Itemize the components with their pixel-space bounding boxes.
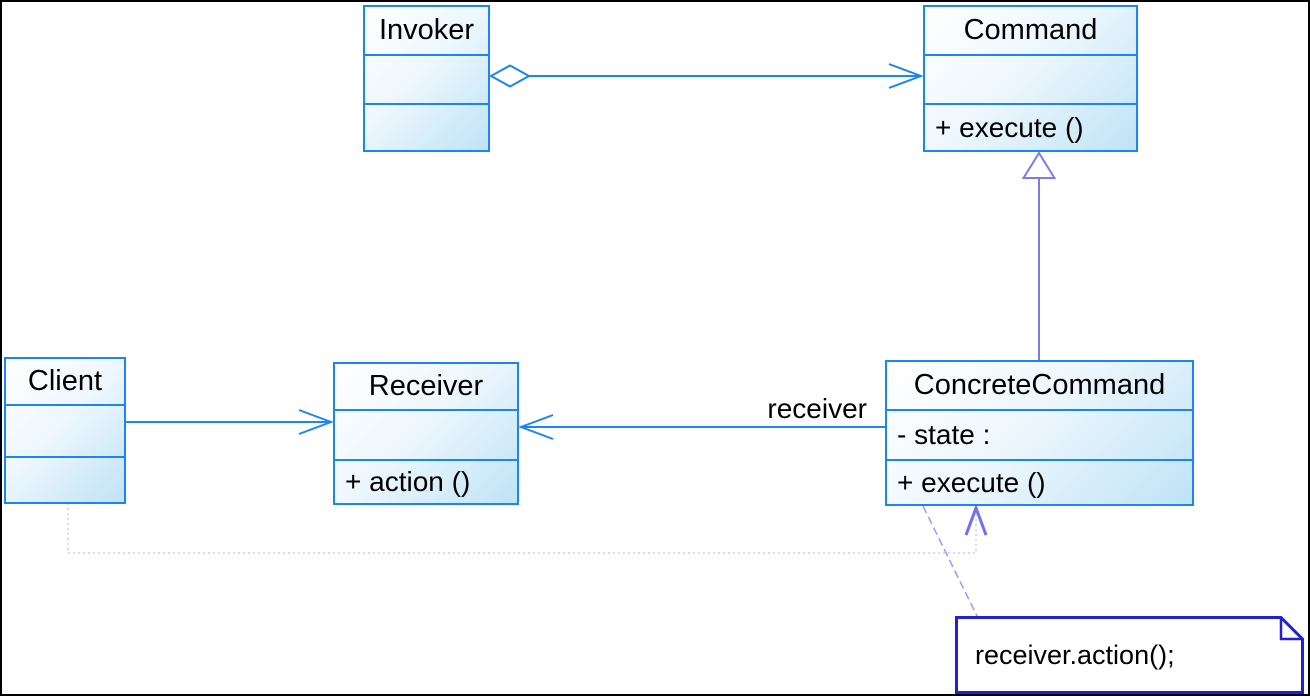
- class-receiver-attributes-compartment: [335, 411, 517, 459]
- class-invoker-attributes-compartment: [365, 56, 488, 103]
- note-anchor-line: [922, 505, 979, 619]
- edge-generalization-concretecommand-command[interactable]: [1021, 151, 1057, 360]
- note-text: receiver.action();: [975, 639, 1175, 670]
- class-command-attributes-compartment: [925, 56, 1136, 103]
- dependency-route: [67, 503, 977, 554]
- aggregation-diamond-icon: [488, 64, 532, 88]
- association-label-receiver: receiver: [767, 393, 867, 424]
- class-client-attributes-compartment: [6, 406, 124, 456]
- class-invoker[interactable]: Invoker: [363, 5, 490, 152]
- class-invoker-operations-compartment: [365, 103, 488, 150]
- class-command[interactable]: Command + execute (): [923, 5, 1138, 152]
- edge-association-client-receiver[interactable]: [126, 409, 334, 435]
- class-concretecommand-attribute: - state :: [897, 419, 991, 450]
- edge-dependency-client-concretecommand[interactable]: [67, 503, 988, 554]
- class-client-operations-compartment: [6, 456, 124, 502]
- note-outline: [955, 616, 1304, 694]
- dependency-open-arrowhead-icon: [964, 503, 988, 536]
- edge-association-concretecommand-receiver[interactable]: [518, 414, 885, 440]
- class-receiver-operation: + action (): [335, 459, 517, 503]
- class-client[interactable]: Client: [4, 357, 126, 504]
- note-receiver-action[interactable]: receiver.action();: [955, 615, 1305, 694]
- edge-aggregation-invoker-command[interactable]: [488, 63, 924, 89]
- class-invoker-name: Invoker: [365, 7, 488, 56]
- edge-note-anchor[interactable]: [922, 505, 979, 619]
- note-shape: [955, 616, 1304, 694]
- class-concretecommand-name: ConcreteCommand: [887, 362, 1192, 411]
- class-receiver-name: Receiver: [335, 364, 517, 411]
- open-arrowhead-icon: [518, 414, 554, 440]
- class-concretecommand[interactable]: ConcreteCommand - state : + execute (): [885, 360, 1194, 506]
- class-command-operation: + execute (): [925, 103, 1136, 150]
- class-client-name: Client: [6, 359, 124, 406]
- generalization-triangle-icon: [1021, 151, 1057, 179]
- class-receiver[interactable]: Receiver + action (): [333, 362, 519, 505]
- open-arrowhead-icon: [888, 63, 924, 89]
- class-command-name: Command: [925, 7, 1136, 56]
- note-dogear-fold-icon: [1279, 617, 1303, 641]
- class-concretecommand-operation: + execute (): [887, 459, 1192, 504]
- open-arrowhead-icon: [298, 409, 334, 435]
